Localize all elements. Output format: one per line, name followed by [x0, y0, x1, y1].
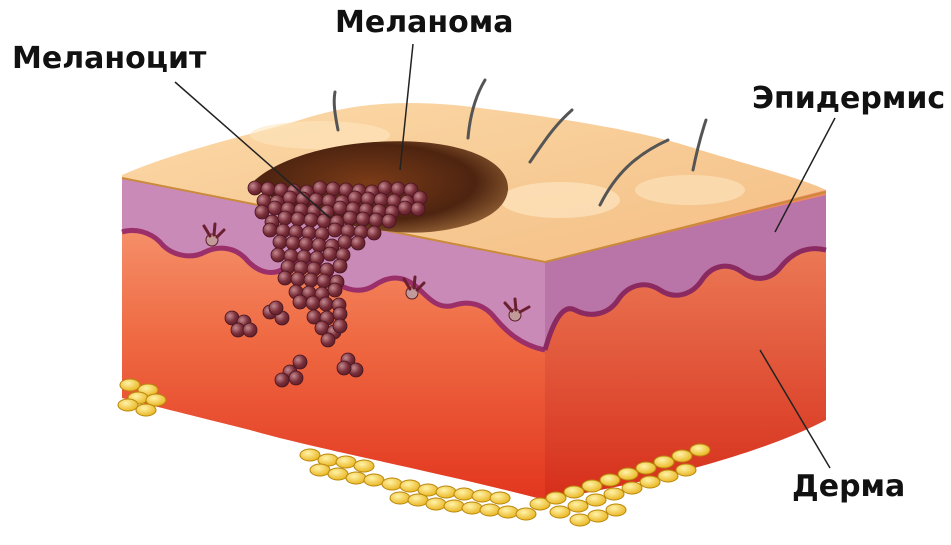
fat-globule	[516, 508, 536, 520]
fat-globule	[354, 460, 374, 472]
melanocyte-cell	[338, 235, 352, 249]
fat-globule	[120, 379, 140, 391]
fat-globule	[436, 486, 456, 498]
fat-globule	[606, 504, 626, 516]
fat-globule	[564, 486, 584, 498]
melanocyte-cell	[328, 283, 342, 297]
fat-globule	[454, 488, 474, 500]
fat-globule	[310, 464, 330, 476]
melanocyte-cell	[321, 333, 335, 347]
melanocyte-cell	[411, 202, 425, 216]
melanocyte-cell	[333, 319, 347, 333]
melanocyte-cell	[299, 237, 313, 251]
fat-globule	[400, 480, 420, 492]
fat-globule	[588, 510, 608, 522]
fat-globule	[570, 514, 590, 526]
fat-globule	[676, 464, 696, 476]
label-melanoma: Меланома	[335, 8, 514, 38]
fat-globule	[444, 500, 464, 512]
melanocyte-cell	[291, 272, 305, 286]
fat-globule	[498, 506, 518, 518]
fat-globule	[586, 494, 606, 506]
melanocyte-cell	[356, 212, 370, 226]
fat-globule	[618, 468, 638, 480]
fat-globule	[690, 444, 710, 456]
fat-globule	[480, 504, 500, 516]
melanocyte-cell	[323, 247, 337, 261]
fat-globule	[364, 474, 384, 486]
melanocyte-cell	[337, 361, 351, 375]
fat-globule	[490, 492, 510, 504]
fat-globule	[118, 399, 138, 411]
melanocyte-cell	[343, 211, 357, 225]
melanocyte-cell	[278, 271, 292, 285]
melanocyte-cell	[286, 236, 300, 250]
melanocyte-cell	[243, 323, 257, 337]
fat-globule	[568, 500, 588, 512]
fat-globule	[672, 450, 692, 462]
melanocyte-cell	[328, 223, 342, 237]
fat-globule	[604, 488, 624, 500]
fat-globule	[622, 482, 642, 494]
fat-globule	[636, 462, 656, 474]
fat-globule	[550, 506, 570, 518]
fat-globule	[472, 490, 492, 502]
melanocyte-cell	[369, 213, 383, 227]
fat-globule	[328, 468, 348, 480]
melanocyte-cell	[275, 373, 289, 387]
fat-globule	[346, 472, 366, 484]
fat-globule	[600, 474, 620, 486]
label-epidermis: Эпидермис	[752, 84, 945, 114]
melanocyte-cell	[304, 213, 318, 227]
melanocyte-cell	[306, 296, 320, 310]
fat-globule	[654, 456, 674, 468]
melanocyte-cell	[398, 201, 412, 215]
fat-globule	[582, 480, 602, 492]
fat-globule	[640, 476, 660, 488]
fat-globule	[462, 502, 482, 514]
melanocyte-cell	[273, 235, 287, 249]
fat-globule	[426, 498, 446, 510]
melanocyte-cell	[291, 212, 305, 226]
fat-globule	[136, 404, 156, 416]
fat-globule	[408, 494, 428, 506]
fat-globule	[390, 492, 410, 504]
melanocyte-cell	[271, 248, 285, 262]
label-melanocyte: Меланоцит	[12, 44, 206, 74]
melanocyte-cell	[293, 295, 307, 309]
melanocyte-cell	[269, 301, 283, 315]
melanocyte-cell	[248, 181, 262, 195]
melanocyte-cell	[351, 236, 365, 250]
melanocyte-cell	[367, 226, 381, 240]
melanocyte-cell	[333, 259, 347, 273]
label-derma: Дерма	[792, 472, 905, 502]
melanocyte-cell	[263, 223, 277, 237]
melanocyte-cell	[289, 371, 303, 385]
melanocyte-cell	[304, 273, 318, 287]
fat-globule	[658, 470, 678, 482]
melanocyte-cell	[278, 211, 292, 225]
melanocyte-cell	[382, 214, 396, 228]
fat-globule	[300, 449, 320, 461]
fat-globule	[382, 478, 402, 490]
fat-globule	[546, 492, 566, 504]
melanocyte-cell	[319, 297, 333, 311]
fat-globule	[336, 456, 356, 468]
